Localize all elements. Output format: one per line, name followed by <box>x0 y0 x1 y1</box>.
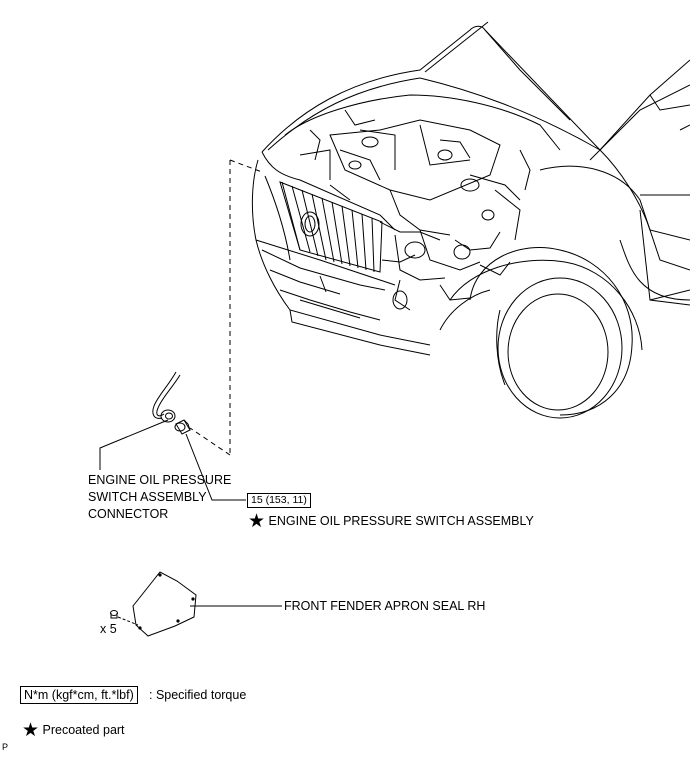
star-icon: ★ <box>248 511 266 532</box>
hood-outline <box>261 21 601 153</box>
switch-label-text: ENGINE OIL PRESSURE SWITCH ASSEMBLY <box>268 514 534 528</box>
leader-lines <box>99 419 282 607</box>
front-wheel <box>439 246 643 419</box>
legend-precoat: ★ Precoated part <box>22 720 125 741</box>
body-outline <box>539 59 690 306</box>
front-fascia <box>251 151 441 356</box>
legend-torque-desc: : Specified torque <box>149 688 247 702</box>
switch-torque-value: 15 (153, 11) <box>247 493 311 508</box>
corner-mark: P <box>2 742 9 752</box>
legend-precoat-desc: Precoated part <box>42 723 125 737</box>
connector-label-line-1: ENGINE OIL PRESSURE <box>88 473 232 487</box>
clip-fastener <box>110 610 118 619</box>
locator-line <box>189 159 263 456</box>
engine-bay <box>284 94 561 311</box>
apron-seal-part <box>117 571 197 637</box>
fastener-count: x 5 <box>100 622 117 636</box>
switch-part <box>174 419 191 435</box>
connector-part <box>152 371 181 423</box>
apron-seal-label: FRONT FENDER APRON SEAL RH <box>284 599 486 613</box>
connector-label-line-3: CONNECTOR <box>88 507 169 521</box>
connector-label-line-2: SWITCH ASSEMBLY <box>88 490 207 504</box>
legend-torque-unit: N*m (kgf*cm, ft.*lbf) <box>20 686 138 704</box>
switch-label: ★ ENGINE OIL PRESSURE SWITCH ASSEMBLY <box>248 511 534 532</box>
connector-label: ENGINE OIL PRESSURE SWITCH ASSEMBLY CONN… <box>88 472 231 523</box>
star-icon: ★ <box>22 720 40 741</box>
